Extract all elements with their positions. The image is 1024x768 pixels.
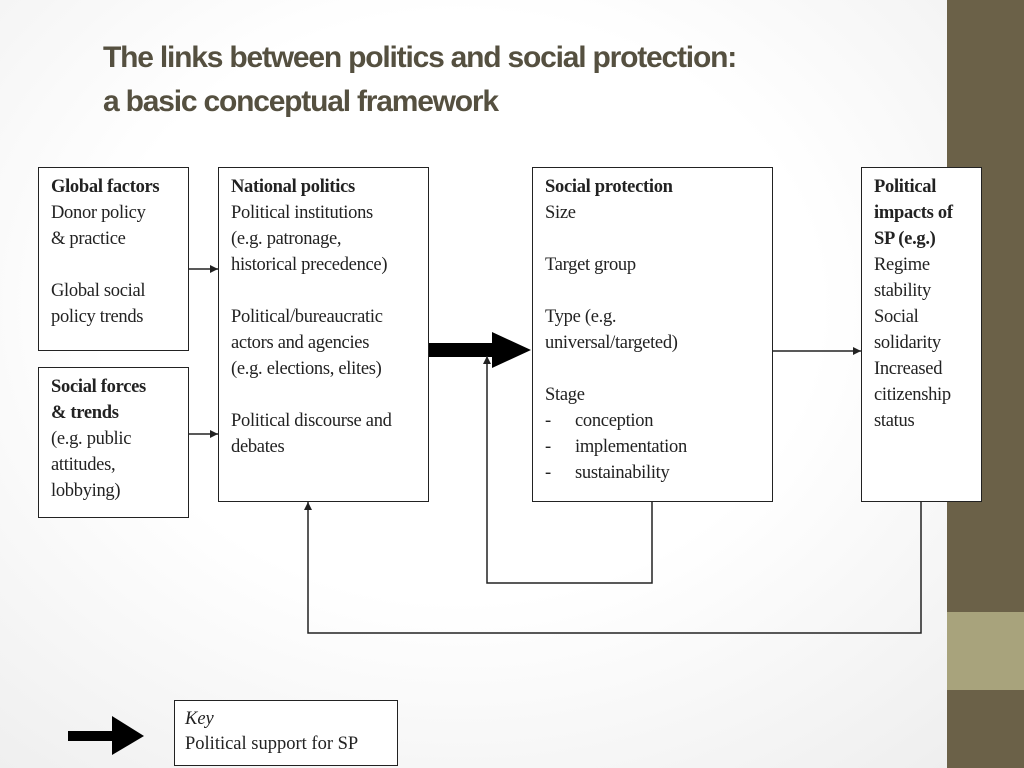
global-factors-line: policy trends xyxy=(51,307,144,327)
social-forces-line: attitudes, xyxy=(51,455,116,475)
national-politics-line: (e.g. patronage, xyxy=(231,229,342,249)
stage-marker: - xyxy=(545,411,551,431)
national-politics-line: actors and agencies xyxy=(231,333,370,353)
political-impacts-line: stability xyxy=(874,281,931,301)
stage-marker: - xyxy=(545,437,551,457)
legend-key-label: Political support for SP xyxy=(185,734,359,754)
political-impacts-line: solidarity xyxy=(874,333,941,353)
global-factors-line: Donor policy xyxy=(51,203,146,223)
social-protection-line: Type (e.g. xyxy=(545,307,617,327)
social-protection-line: Size xyxy=(545,203,576,223)
political-impacts-heading-line: impacts of xyxy=(874,203,953,223)
social-forces-line: (e.g. public xyxy=(51,429,132,449)
political-support-arrow xyxy=(428,332,531,368)
political-impacts-line: Social xyxy=(874,307,919,327)
social-protection-line: Stage xyxy=(545,385,585,405)
global-factors-heading: Global factors xyxy=(51,177,160,197)
social-forces-box: Social forces & trends (e.g. public atti… xyxy=(38,367,189,518)
political-impacts-heading-line: SP (e.g.) xyxy=(874,229,936,249)
national-politics-line: debates xyxy=(231,437,285,457)
national-politics-line: Political/bureaucratic xyxy=(231,307,383,327)
global-factors-box: Global factors Donor policy & practice G… xyxy=(38,167,189,351)
social-protection-box: Social protection Size Target group Type… xyxy=(532,167,773,502)
social-forces-line: lobbying) xyxy=(51,481,121,501)
stage-list-item: - sustainability xyxy=(545,460,764,486)
stage-list-item: - implementation xyxy=(545,434,764,460)
social-forces-heading-line: Social forces xyxy=(51,377,146,397)
sidebar-accent-middle xyxy=(947,612,1024,690)
political-impacts-box: Political impacts of SP (e.g.) Regime st… xyxy=(861,167,982,502)
social-protection-heading: Social protection xyxy=(545,177,673,197)
legend-key-title: Key xyxy=(185,709,214,729)
political-impacts-line: status xyxy=(874,411,915,431)
political-impacts-heading-line: Political xyxy=(874,177,937,197)
national-politics-line: Political discourse and xyxy=(231,411,392,431)
stage-marker: - xyxy=(545,463,551,483)
global-factors-line: Global social xyxy=(51,281,146,301)
sidebar-accent-bottom xyxy=(947,690,1024,768)
social-protection-line: Target group xyxy=(545,255,636,275)
national-politics-box: National politics Political institutions… xyxy=(218,167,429,502)
stage-label: implementation xyxy=(575,437,687,457)
stage-label: conception xyxy=(575,411,654,431)
national-politics-line: (e.g. elections, elites) xyxy=(231,359,382,379)
slide-title: The links between politics and social pr… xyxy=(103,36,923,124)
slide-title-line-1: The links between politics and social pr… xyxy=(103,41,737,74)
political-impacts-line: Increased xyxy=(874,359,943,379)
political-impacts-line: Regime xyxy=(874,255,930,275)
national-politics-heading: National politics xyxy=(231,177,355,197)
legend-key-box: Key Political support for SP xyxy=(174,700,398,766)
feedback-loop-impacts xyxy=(304,500,922,634)
national-politics-line: Political institutions xyxy=(231,203,373,223)
feedback-loop-sp xyxy=(483,356,653,584)
political-impacts-line: citizenship xyxy=(874,385,951,405)
social-forces-heading-line: & trends xyxy=(51,403,119,423)
national-politics-line: historical precedence) xyxy=(231,255,388,275)
global-factors-line: & practice xyxy=(51,229,126,249)
stage-label: sustainability xyxy=(575,463,670,483)
social-protection-line: universal/targeted) xyxy=(545,333,678,353)
stage-list-item: - conception xyxy=(545,408,764,434)
key-arrow-icon xyxy=(68,716,144,755)
slide-title-line-2: a basic conceptual framework xyxy=(103,85,499,118)
